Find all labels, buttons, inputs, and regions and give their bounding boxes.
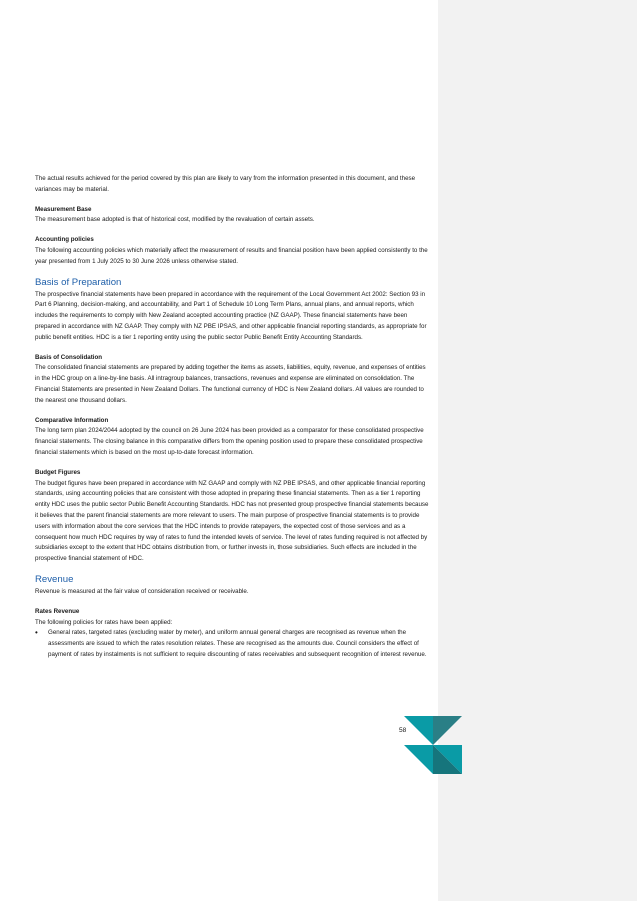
page-number: 58 bbox=[399, 727, 407, 734]
measurement-base-title: Measurement Base bbox=[35, 205, 92, 213]
comments-pane bbox=[438, 0, 637, 901]
accounting-policies-title: Accounting policies bbox=[35, 236, 94, 244]
basis-of-consolidation-body: The consolidated financial statements ar… bbox=[35, 364, 426, 404]
list-item: • General rates, targeted rates (excludi… bbox=[35, 628, 432, 660]
rates-revenue-title: Rates Revenue bbox=[35, 607, 80, 615]
bullet-icon: • bbox=[35, 628, 38, 638]
intro-paragraph: The actual results achieved for the peri… bbox=[35, 175, 416, 193]
budget-figures-title: Budget Figures bbox=[35, 468, 81, 476]
teal-triangle-top-right bbox=[433, 716, 462, 745]
revenue-body: Revenue is measured at the fair value of… bbox=[35, 587, 249, 595]
teal-triangle-bottom bbox=[433, 745, 462, 774]
comparative-information-title: Comparative Information bbox=[35, 416, 109, 424]
basis-of-consolidation-title: Basis of Consolidation bbox=[35, 353, 103, 361]
accounting-policies-body: The following accounting policies which … bbox=[35, 246, 428, 265]
teal-triangle-bottom-left bbox=[404, 745, 433, 774]
teal-triangles-logo-icon bbox=[404, 716, 462, 774]
teal-triangle-top bbox=[404, 716, 433, 745]
rates-bullet-text: General rates, targeted rates (excluding… bbox=[48, 629, 427, 658]
basis-of-preparation-body: The prospective financial statements hav… bbox=[35, 290, 427, 341]
measurement-base-body: The measurement base adopted is that of … bbox=[35, 216, 315, 224]
rates-revenue-intro: The following policies for rates have be… bbox=[35, 618, 173, 626]
basis-of-preparation-heading: Basis of Preparation bbox=[35, 276, 122, 288]
budget-figures-body: The budget figures have been prepared in… bbox=[35, 479, 429, 563]
revenue-heading: Revenue bbox=[35, 573, 74, 585]
comparative-information-body: The long term plan 2024/2044 adopted by … bbox=[35, 427, 424, 456]
document-body: The actual results achieved for the peri… bbox=[35, 174, 432, 661]
